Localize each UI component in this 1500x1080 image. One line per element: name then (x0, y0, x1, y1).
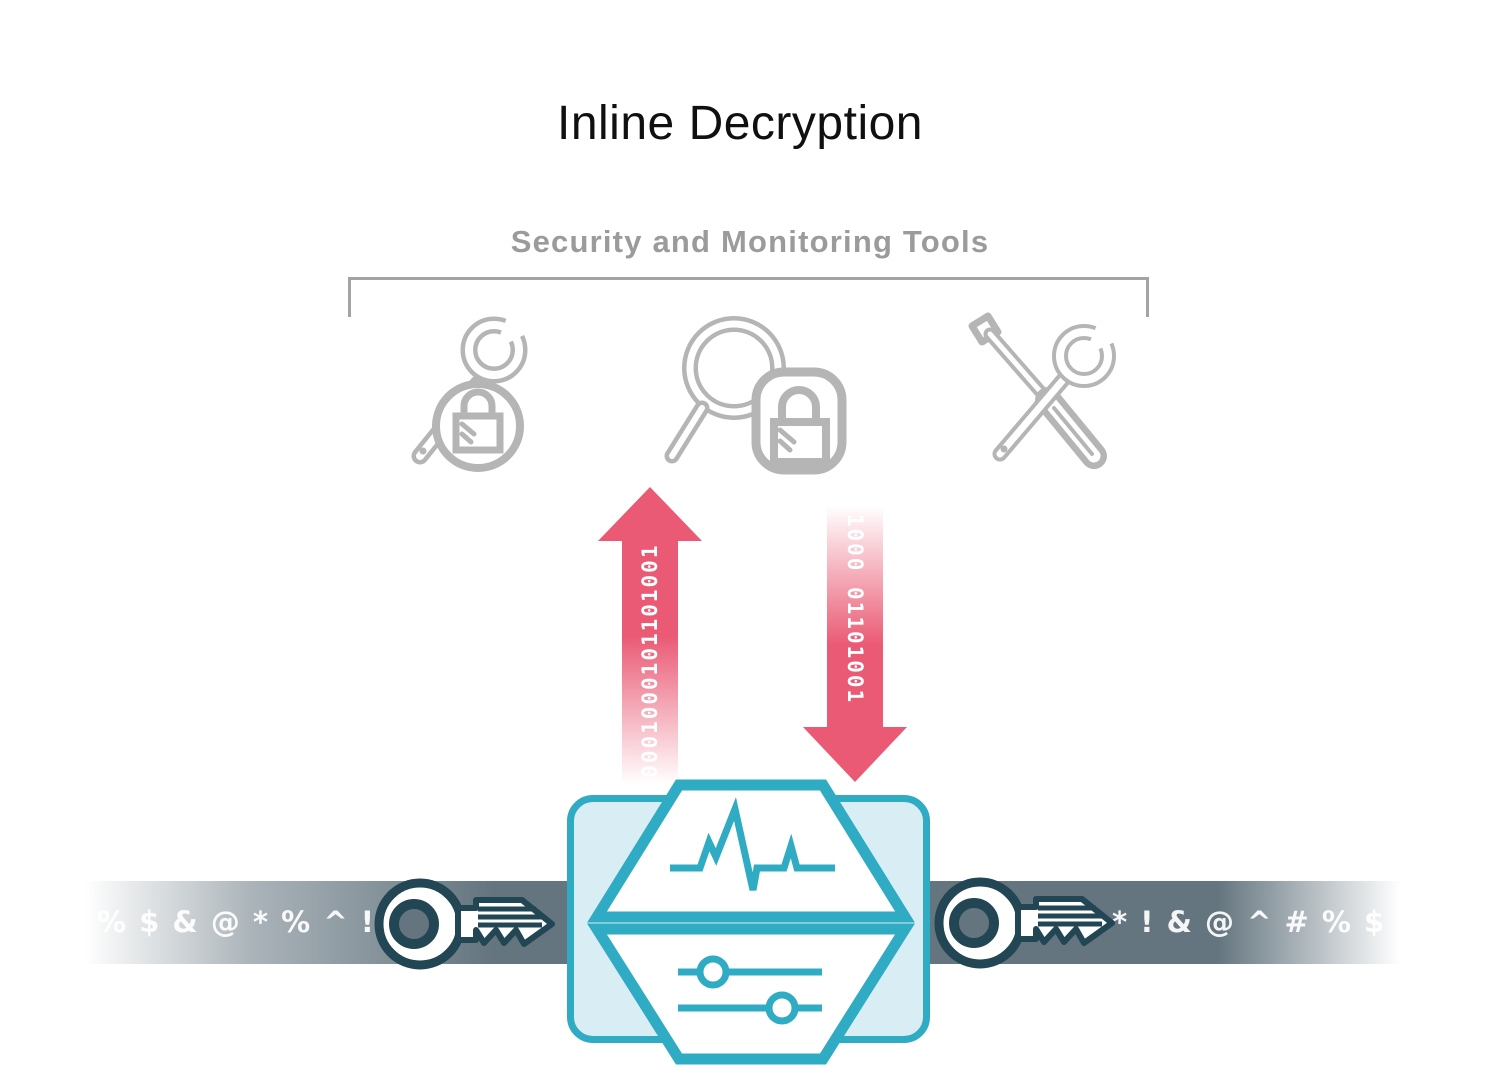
magnifier-lock-icon (664, 316, 847, 475)
down-arrow-binary-label: 1000 01101001 (843, 513, 867, 705)
up-arrow-binary-label: 10001000101101001 (638, 543, 662, 792)
up-arrowhead-icon (598, 487, 702, 541)
crossed-tools-icon (968, 308, 1132, 469)
page-title: Inline Decryption (556, 97, 923, 150)
tools-group-label: Security and Monitoring Tools (510, 224, 990, 259)
tools-group-bracket (348, 277, 1149, 317)
down-arrowhead-icon (803, 727, 907, 782)
pulse-waveform-icon (670, 797, 835, 891)
down-arrow-shaft (827, 489, 883, 729)
decryption-key-left-icon (374, 878, 555, 970)
device-hexagon-icon (587, 779, 915, 1065)
wrench-lock-icon (411, 300, 538, 472)
decryption-key-right-icon (934, 877, 1115, 969)
ciphertext-right-label: * ! & @ ^ # % $ & @ (1112, 905, 1467, 939)
sliders-icon (678, 955, 822, 1025)
up-arrow-shaft (622, 538, 678, 797)
